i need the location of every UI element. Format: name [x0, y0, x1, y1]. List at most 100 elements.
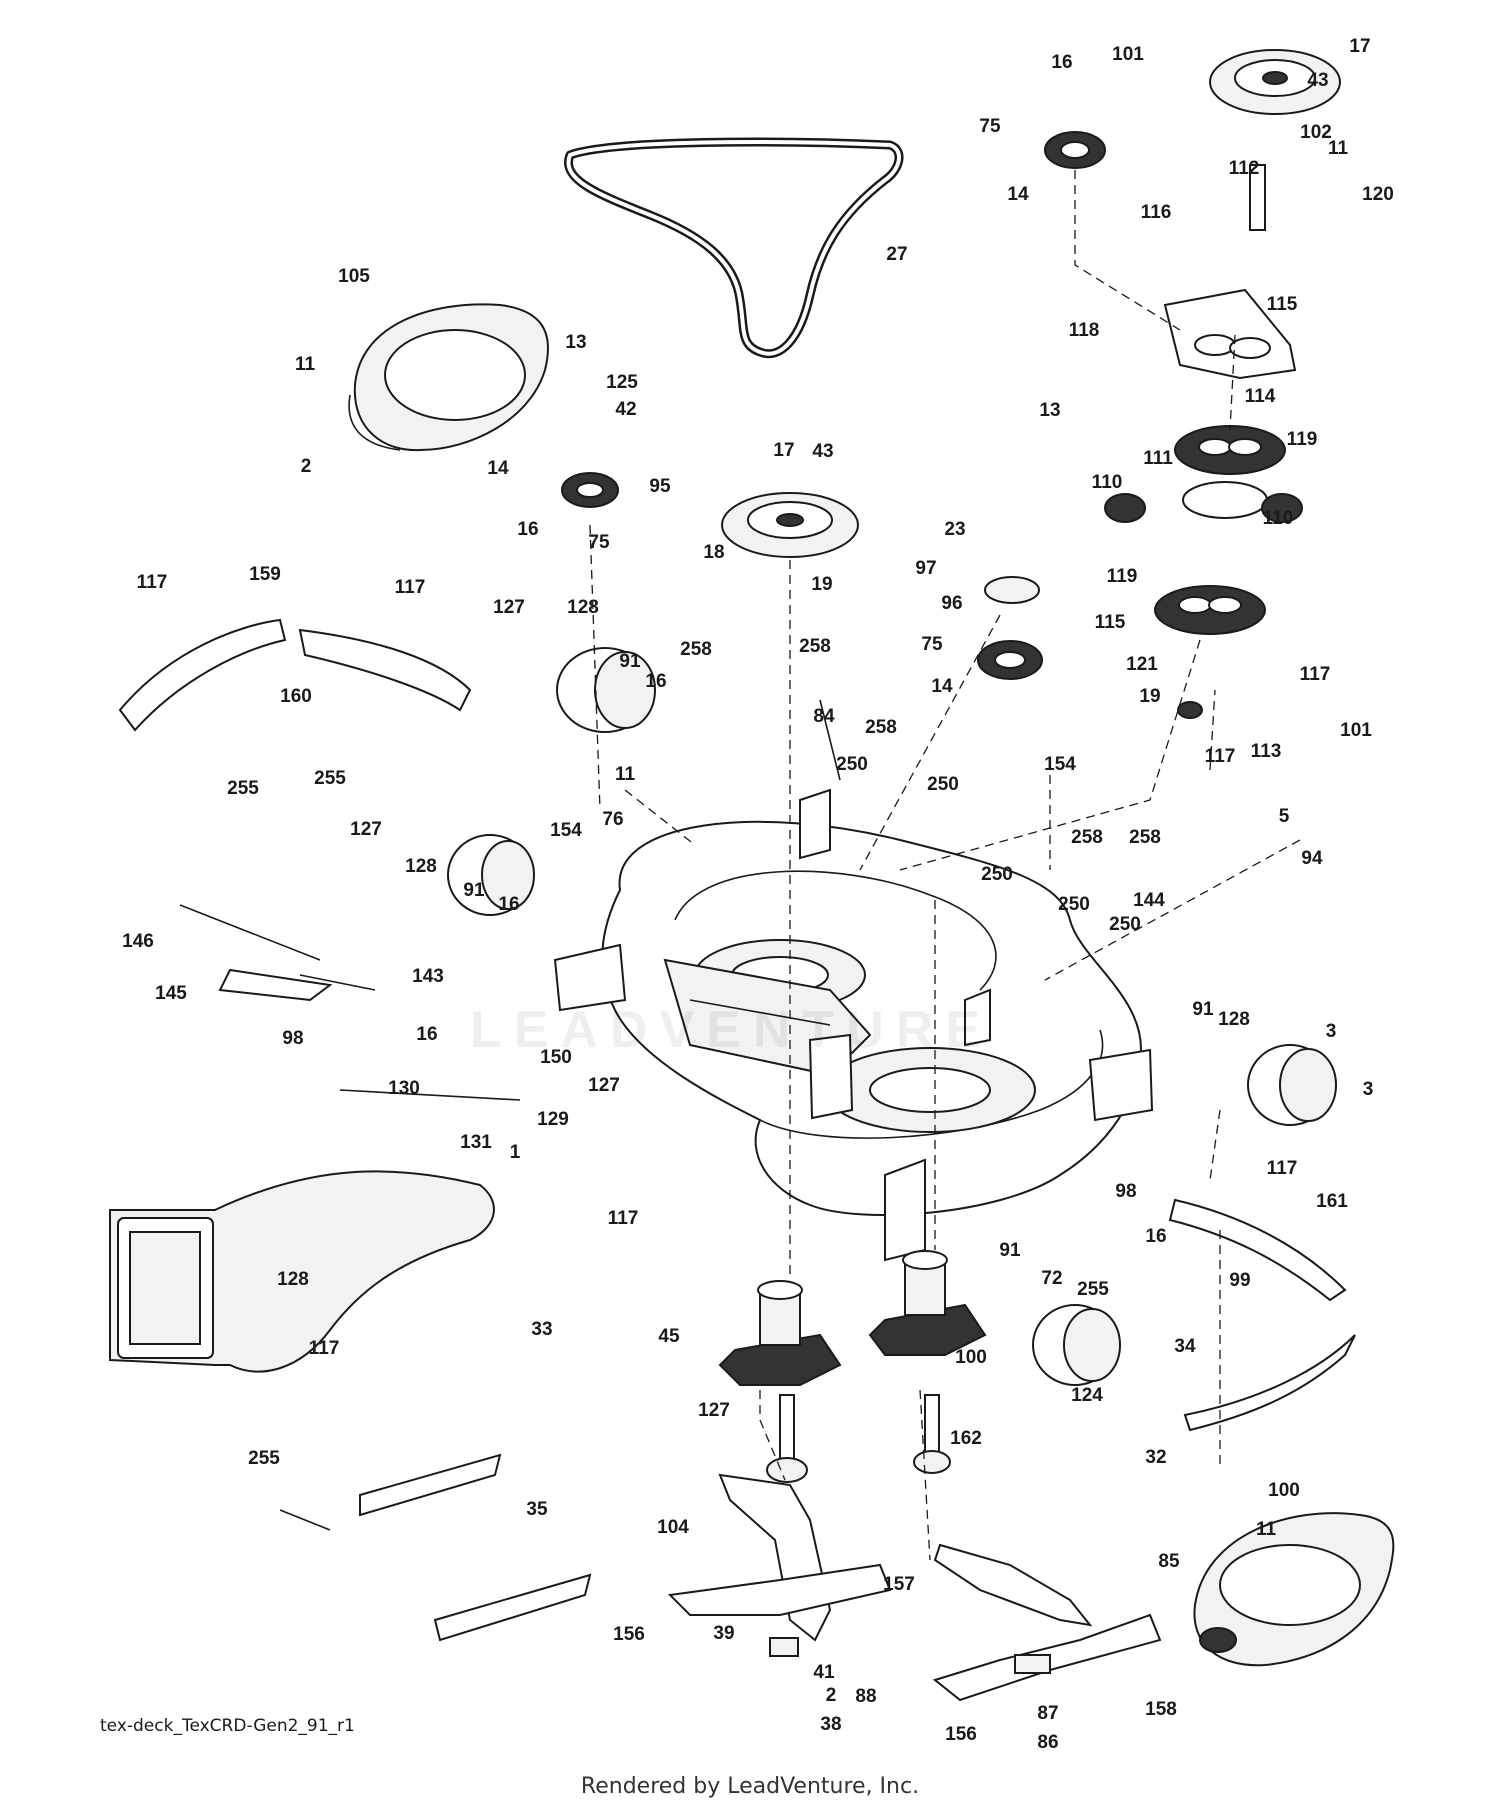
part-callout-43: 43 [1307, 70, 1328, 91]
part-callout-115: 115 [1267, 294, 1298, 315]
part-callout-127: 127 [588, 1075, 620, 1096]
part-callout-112: 112 [1229, 158, 1260, 179]
part-callout-115: 115 [1095, 612, 1126, 633]
part-callout-258: 258 [1071, 827, 1103, 848]
part-callout-75: 75 [921, 634, 943, 655]
part-callout-11: 11 [295, 354, 316, 375]
part-callout-100: 100 [1268, 1480, 1300, 1501]
part-callout-16: 16 [645, 671, 666, 692]
part-callout-1: 1 [510, 1142, 521, 1163]
drive-pulley-top-right [1209, 49, 1341, 115]
part-callout-158: 158 [1145, 1699, 1177, 1720]
part-callout-98: 98 [282, 1028, 303, 1049]
part-callout-250: 250 [927, 774, 959, 795]
part-callout-11: 11 [615, 764, 636, 785]
part-callout-157: 157 [883, 1574, 915, 1595]
part-callout-17: 17 [1349, 36, 1370, 57]
part-callout-117: 117 [608, 1208, 639, 1229]
part-callout-120: 120 [1362, 184, 1394, 205]
part-callout-34: 34 [1174, 1336, 1196, 1357]
part-callout-258: 258 [1129, 827, 1161, 848]
part-callout-91: 91 [463, 880, 485, 901]
part-callout-117: 117 [395, 577, 426, 598]
part-callout-144: 144 [1133, 890, 1165, 911]
part-callout-16: 16 [517, 519, 538, 540]
part-callout-162: 162 [950, 1428, 982, 1449]
deck-baffles [118, 618, 1356, 1432]
part-callout-250: 250 [1058, 894, 1090, 915]
part-callout-154: 154 [550, 820, 582, 841]
part-callout-255: 255 [227, 778, 259, 799]
part-callout-16: 16 [498, 894, 519, 915]
mower-deck-shell [553, 788, 1154, 1262]
part-callout-127: 127 [698, 1400, 730, 1421]
part-callout-16: 16 [1145, 1226, 1166, 1247]
part-callout-101: 101 [1340, 720, 1372, 741]
part-callout-33: 33 [531, 1319, 552, 1340]
part-callout-128: 128 [405, 856, 437, 877]
part-callout-35: 35 [526, 1499, 548, 1520]
part-callout-102: 102 [1300, 122, 1332, 143]
part-callout-23: 23 [944, 519, 965, 540]
part-callout-128: 128 [277, 1269, 309, 1290]
part-callout-75: 75 [588, 532, 610, 553]
part-callout-96: 96 [941, 593, 962, 614]
part-callout-156: 156 [945, 1724, 977, 1745]
part-callout-119: 119 [1287, 429, 1318, 450]
part-callout-76: 76 [602, 809, 623, 830]
part-callout-43: 43 [812, 441, 833, 462]
part-callout-117: 117 [1300, 664, 1331, 685]
part-callout-130: 130 [388, 1078, 420, 1099]
part-callout-129: 129 [537, 1109, 569, 1130]
diagram-code: tex-deck_TexCRD-Gen2_91_r1 [100, 1716, 355, 1736]
part-callout-13: 13 [1039, 400, 1060, 421]
part-callout-3: 3 [1326, 1021, 1337, 1042]
spindle-housings [718, 1250, 987, 1386]
part-callout-121: 121 [1126, 654, 1158, 675]
part-callout-143: 143 [412, 966, 444, 987]
part-callout-84: 84 [813, 706, 835, 727]
part-callout-161: 161 [1316, 1191, 1348, 1212]
part-callout-128: 128 [1218, 1009, 1250, 1030]
part-callout-99: 99 [1229, 1270, 1250, 1291]
part-callout-45: 45 [658, 1326, 680, 1347]
part-callout-105: 105 [338, 266, 370, 287]
part-callout-42: 42 [615, 399, 636, 420]
part-callout-39: 39 [713, 1623, 734, 1644]
drive-belt [564, 137, 904, 359]
part-callout-118: 118 [1069, 320, 1100, 341]
part-callout-258: 258 [865, 717, 897, 738]
gauge-wheels [447, 647, 1337, 1386]
part-callout-88: 88 [855, 1686, 876, 1707]
part-callout-160: 160 [280, 686, 312, 707]
idler-pulleys [561, 131, 1106, 680]
part-callout-117: 117 [137, 572, 168, 593]
part-callout-98: 98 [1115, 1181, 1136, 1202]
gear-plate-assembly [1104, 164, 1303, 719]
part-callout-110: 110 [1092, 472, 1123, 493]
part-callout-38: 38 [820, 1714, 841, 1735]
part-callout-75: 75 [979, 116, 1001, 137]
part-callout-91: 91 [999, 1240, 1021, 1261]
part-callout-113: 113 [1251, 741, 1282, 762]
part-callout-255: 255 [314, 768, 346, 789]
part-callout-91: 91 [619, 651, 641, 672]
part-callout-95: 95 [649, 476, 671, 497]
leader-lines [589, 170, 1301, 1561]
spindle-shafts [766, 1394, 951, 1483]
watermark: LEADVENTURE [470, 1001, 993, 1059]
part-callout-258: 258 [680, 639, 712, 660]
part-callout-2: 2 [301, 456, 312, 477]
part-callout-85: 85 [1158, 1551, 1180, 1572]
part-callout-101: 101 [1112, 44, 1144, 65]
part-callout-2: 2 [826, 1685, 837, 1706]
part-callout-258: 258 [799, 636, 831, 657]
part-callout-255: 255 [1077, 1279, 1109, 1300]
part-callout-127: 127 [350, 819, 382, 840]
part-callout-14: 14 [931, 676, 953, 697]
part-callout-131: 131 [460, 1132, 492, 1153]
part-callout-17: 17 [773, 440, 794, 461]
part-callout-127: 127 [493, 597, 525, 618]
part-callout-116: 116 [1141, 202, 1172, 223]
